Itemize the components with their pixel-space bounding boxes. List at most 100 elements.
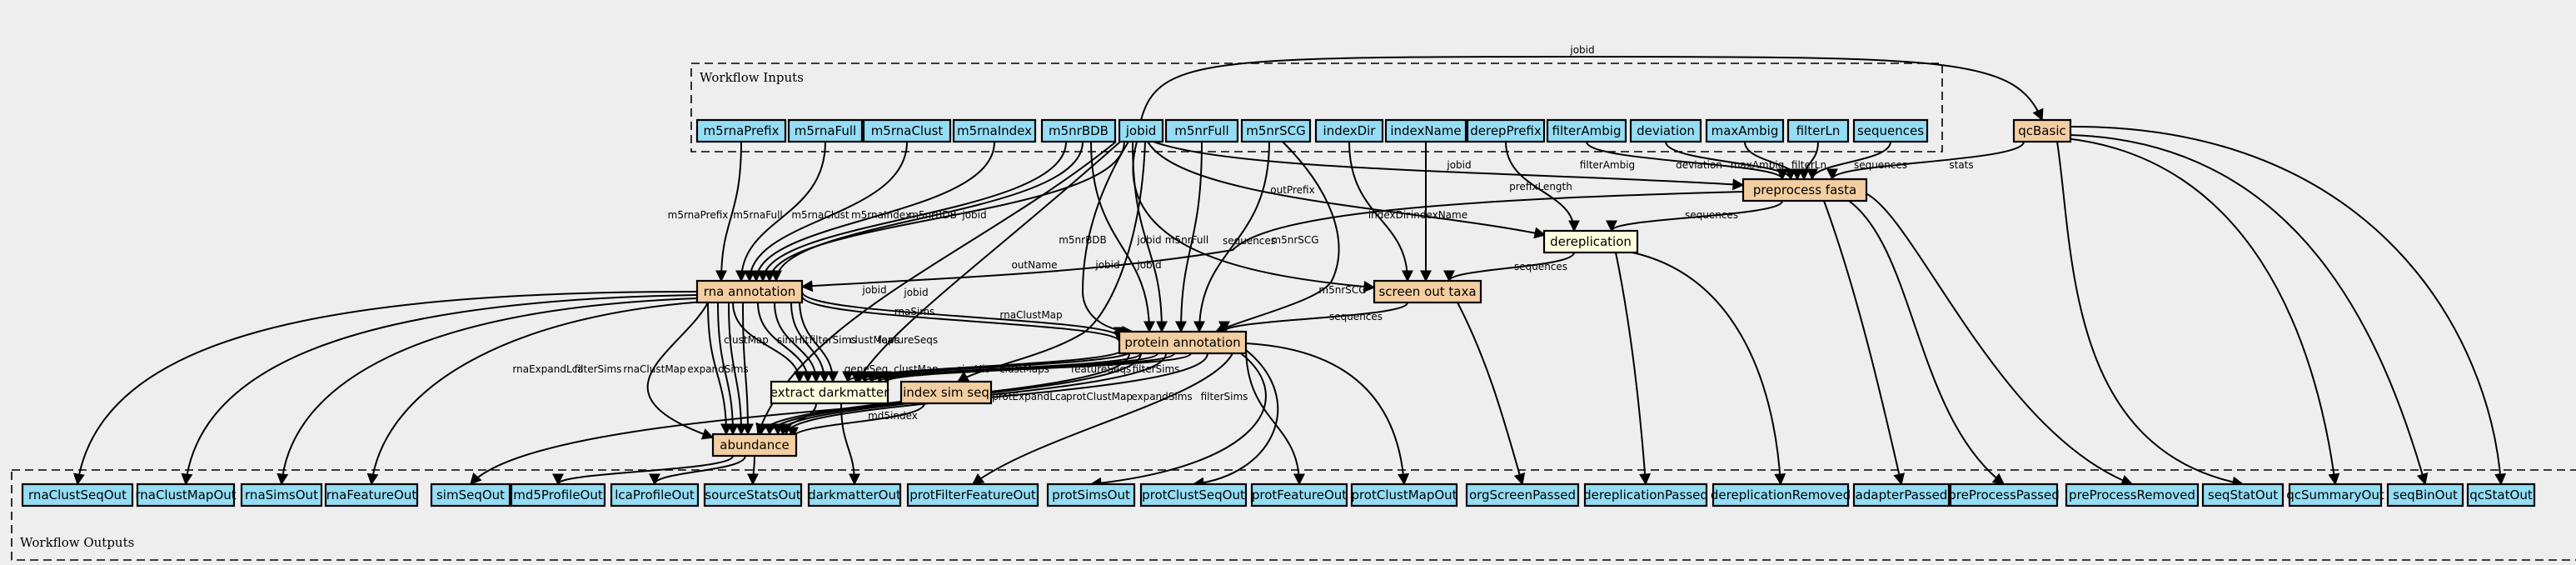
- input-node-sequences-label: sequences: [1857, 123, 1924, 138]
- input-node-m5rna-prefix-box: [695, 118, 787, 143]
- edge-16: m5rnaPrefix: [668, 141, 742, 282]
- output-node-prot-feature-out-box: [1250, 482, 1348, 508]
- output-node-source-stats-out-box: [703, 482, 803, 508]
- edge-label-m5nr-bdb: m5nrBDB: [1059, 234, 1107, 246]
- step-node-rna-annotation[interactable]: rna annotation: [695, 279, 804, 304]
- edge-6: sequences: [1806, 141, 1907, 181]
- edge-75: [1848, 200, 2005, 485]
- input-node-filter-ambig[interactable]: filterAmbig: [1546, 118, 1627, 143]
- output-node-prot-clust-map-out[interactable]: protClustMapOut: [1350, 482, 1458, 508]
- input-node-filter-ln[interactable]: filterLn: [1786, 118, 1850, 143]
- output-node-prot-sims-out[interactable]: protSimsOut: [1046, 482, 1136, 508]
- output-node-pre-process-removed-label: preProcessRemoved: [2069, 488, 2195, 502]
- output-node-qc-stat-out-box: [2466, 482, 2536, 508]
- input-node-m5nr-full[interactable]: m5nrFull: [1164, 118, 1239, 143]
- output-node-prot-feature-out[interactable]: protFeatureOut: [1250, 482, 1348, 508]
- edge-label-m5rna-prefix: m5rnaPrefix: [668, 209, 729, 221]
- output-node-dereplication-passed-box: [1583, 482, 1708, 508]
- edge-label-rna-expand-lca: rnaExpandLca: [512, 363, 583, 375]
- edge-70: [1245, 342, 1410, 486]
- step-node-preprocess-fasta-label: preprocess fasta: [1753, 182, 1856, 198]
- output-node-rna-clust-seq-out[interactable]: rnaClustSeqOut: [21, 482, 134, 508]
- output-node-lca-profile-out[interactable]: lcaProfileOut: [610, 482, 700, 508]
- edge-label-filter-ambig: filterAmbig: [1580, 159, 1635, 171]
- edge-label-m5rna-full: m5rnaFull: [733, 209, 783, 221]
- input-node-m5rna-index[interactable]: m5rnaIndex: [952, 118, 1037, 143]
- output-node-rna-sims-out[interactable]: rnaSimsOut: [240, 482, 323, 508]
- step-node-index-sim-seq[interactable]: index sim seq: [899, 380, 993, 405]
- output-node-qc-summary-out[interactable]: qcSummaryOut: [2286, 482, 2384, 508]
- output-node-qc-stat-out[interactable]: qcStatOut: [2466, 482, 2536, 508]
- output-node-seq-stat-out-label: seqStatOut: [2208, 488, 2278, 502]
- edge-label-m5nr-scg: m5nrSCG: [1318, 284, 1366, 296]
- input-node-m5nr-bdb[interactable]: m5nrBDB: [1040, 118, 1117, 143]
- edge-47: rnaClustMap: [623, 302, 747, 436]
- edge-57: [72, 291, 699, 486]
- edge-61: [552, 455, 734, 486]
- step-node-dereplication-box: [1542, 229, 1639, 254]
- edge-11: sequences: [1443, 252, 1575, 282]
- output-node-seq-stat-out[interactable]: seqStatOut: [2201, 482, 2285, 508]
- edge-48: expandSims: [687, 302, 754, 436]
- cluster-workflow-inputs: Workflow Inputs: [690, 62, 1943, 152]
- edge-25: m5nrSCG: [1193, 141, 1319, 333]
- step-node-preprocess-fasta[interactable]: preprocess fasta: [1741, 178, 1868, 202]
- input-node-jobid[interactable]: jobid: [1118, 118, 1164, 143]
- edge-24: m5nrSCG: [1214, 141, 1367, 333]
- output-node-rna-clust-map-out[interactable]: rnaClustMapOut: [135, 482, 237, 508]
- output-node-seq-bin-out[interactable]: seqBinOut: [2386, 482, 2464, 508]
- step-node-screen-out-taxa[interactable]: screen out taxa: [1373, 279, 1482, 304]
- input-node-m5rna-clust-box: [862, 118, 952, 143]
- output-node-adapter-passed[interactable]: adapterPassed: [1852, 482, 1951, 508]
- edge-label-out-prefix: outPrefix: [1270, 184, 1314, 196]
- input-node-m5rna-clust[interactable]: m5rnaClust: [862, 118, 952, 143]
- output-node-rna-feature-out[interactable]: rnaFeatureOut: [324, 482, 419, 508]
- input-node-deviation[interactable]: deviation: [1629, 118, 1702, 143]
- output-node-sim-seq-out[interactable]: simSeqOut: [430, 482, 511, 508]
- input-node-m5nr-scg[interactable]: m5nrSCG: [1240, 118, 1312, 143]
- edge-label-index-name: indexName: [1411, 209, 1467, 221]
- output-node-prot-filter-feature-out[interactable]: protFilterFeatureOut: [906, 482, 1039, 508]
- input-node-index-name[interactable]: indexName: [1384, 118, 1467, 143]
- step-node-abundance[interactable]: abundance: [711, 432, 798, 458]
- output-node-darkmatter-out[interactable]: darkmatterOut: [807, 482, 902, 508]
- edge-4: maxAmbig: [1731, 141, 1803, 181]
- output-node-org-screen-passed[interactable]: orgScreenPassed: [1465, 482, 1580, 508]
- output-node-prot-clust-seq-out[interactable]: protClustSeqOut: [1139, 482, 1248, 508]
- step-node-qc-basic[interactable]: qcBasic: [2012, 118, 2072, 143]
- output-node-md5-profile-out[interactable]: md5ProfileOut: [510, 482, 606, 508]
- output-node-qc-stat-out-label: qcStatOut: [2469, 488, 2533, 502]
- step-node-index-sim-seq-box: [899, 380, 993, 405]
- edge-label-sequences: sequences: [1329, 311, 1383, 322]
- input-node-index-dir[interactable]: indexDir: [1314, 118, 1384, 143]
- output-node-pre-process-passed[interactable]: preProcessPassed: [1948, 482, 2060, 508]
- edge-label-prot-clust-map: protClustMap: [1066, 391, 1133, 402]
- edge-35: clustMaps: [790, 302, 899, 383]
- input-node-m5rna-full-box: [787, 118, 864, 143]
- edge-label-m5rna-clust: m5rnaClust: [791, 209, 850, 221]
- input-node-max-ambig[interactable]: maxAmbig: [1705, 118, 1785, 143]
- output-node-dereplication-removed[interactable]: dereplicationRemoved: [1711, 482, 1851, 508]
- edge-63: [747, 455, 760, 486]
- edge-53: filterSims: [780, 352, 1248, 436]
- edge-label-md5index: md5index: [868, 410, 918, 422]
- step-node-protein-annotation[interactable]: protein annotation: [1118, 330, 1248, 355]
- input-node-m5rna-prefix[interactable]: m5rnaPrefix: [695, 118, 787, 143]
- edge-label-clust-maps: clustMaps: [850, 334, 899, 346]
- step-node-preprocess-fasta-box: [1741, 178, 1868, 202]
- edge-label-expand-sims: expandSims: [1131, 391, 1192, 402]
- output-node-dereplication-passed-label: dereplicationPassed: [1583, 488, 1708, 502]
- input-node-sequences[interactable]: sequences: [1852, 118, 1929, 143]
- step-node-extract-darkmatter[interactable]: extract darkmatter: [770, 380, 889, 405]
- output-node-source-stats-out[interactable]: sourceStatsOut: [703, 482, 803, 508]
- input-node-m5rna-full[interactable]: m5rnaFull: [787, 118, 864, 143]
- output-node-dereplication-passed[interactable]: dereplicationPassed: [1583, 482, 1708, 508]
- input-node-derep-prefix[interactable]: derepPrefix: [1466, 118, 1546, 143]
- step-node-dereplication[interactable]: dereplication: [1542, 229, 1639, 254]
- output-node-lca-profile-out-label: lcaProfileOut: [615, 488, 695, 502]
- output-node-pre-process-removed[interactable]: preProcessRemoved: [2065, 482, 2200, 508]
- edge-28: m5nrBDB: [1059, 141, 1155, 333]
- input-node-deviation-box: [1629, 118, 1702, 143]
- cluster-workflow-inputs-title: Workflow Inputs: [700, 70, 804, 85]
- edge-label-jobid: jobid: [1446, 159, 1471, 171]
